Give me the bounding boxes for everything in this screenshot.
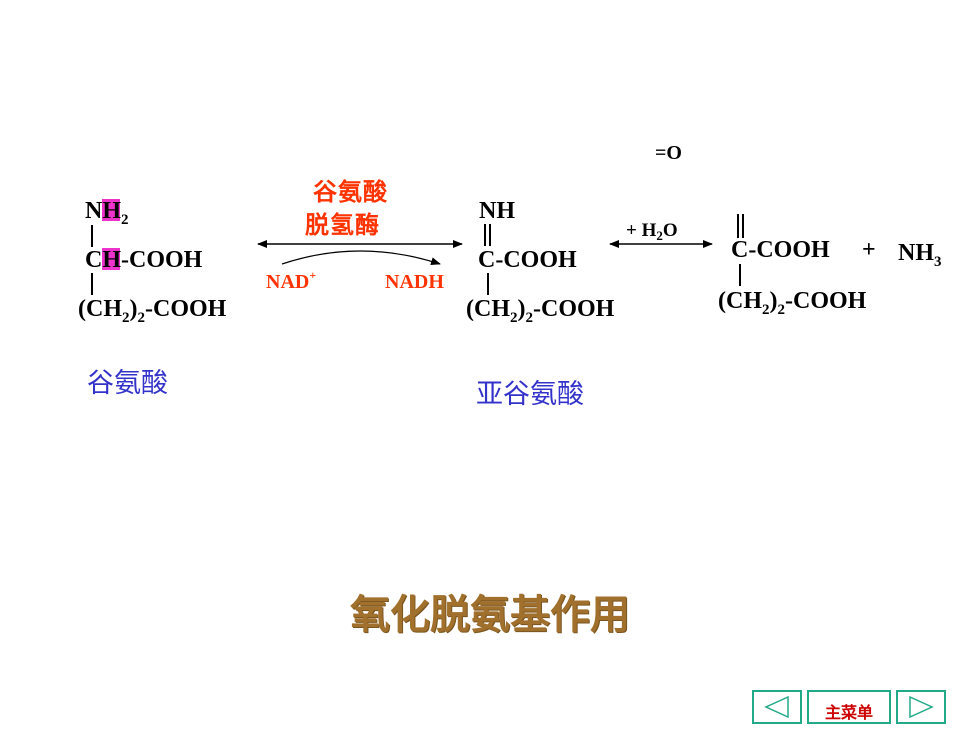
- prev-slide-button[interactable]: [752, 690, 802, 724]
- product-c-cooh: C-COOH: [731, 237, 830, 263]
- imino-c-cooh: C-COOH: [478, 247, 577, 273]
- glutamate-ch2-open: (CH: [78, 296, 122, 322]
- product-side-chain: (CH2)2-COOH: [718, 288, 867, 318]
- cofactor-curved-arrow: [281, 250, 441, 266]
- product-double-bond-a: [737, 214, 739, 238]
- cofactor-nad-main: NAD: [266, 271, 310, 293]
- imino-double-bond-a: [484, 224, 486, 246]
- product-ch2-sub2: 2: [777, 302, 786, 318]
- glutamate-label: 谷氨酸: [87, 368, 168, 399]
- ammonia-sub: 3: [934, 254, 942, 270]
- glutamate-ch2-tail: -COOH: [145, 296, 227, 322]
- glutamate-nh2-sub: 2: [121, 212, 129, 228]
- product-ch2-tail: -COOH: [785, 288, 867, 314]
- imino-ch2-sub2: 2: [525, 310, 534, 326]
- imino-ch2-sub: 2: [510, 310, 518, 326]
- imino-side-chain: (CH2)2-COOH: [466, 296, 615, 326]
- glutamate-ch2-sub2: 2: [137, 310, 146, 326]
- product-plus: +: [862, 237, 876, 263]
- imino-ch2-tail: -COOH: [533, 296, 615, 322]
- next-slide-button[interactable]: [896, 690, 946, 724]
- glutamate-ch2-sub: 2: [122, 310, 130, 326]
- cofactor-nad: NAD+: [266, 269, 316, 293]
- glutamate-ch2-close: ): [129, 296, 138, 322]
- water-h-sub: 2: [656, 228, 663, 243]
- enzyme-name-line1: 谷氨酸: [313, 178, 388, 206]
- glutamate-ch-cooh: CH-COOH: [85, 247, 203, 273]
- ammonia-main: NH: [898, 240, 934, 266]
- water-plus-h: + H: [626, 220, 657, 241]
- imino-ch2-open: (CH: [466, 296, 510, 322]
- carbonyl-fragment: =O: [655, 142, 682, 164]
- product-ch2-close: ): [769, 288, 778, 314]
- product-double-bond-b: [742, 214, 744, 238]
- slide-title: 氧化脱氨基作用: [350, 592, 630, 638]
- product-ch2-open: (CH: [718, 288, 762, 314]
- imino-bond-2: [487, 273, 489, 295]
- triangle-left-icon: [764, 695, 789, 719]
- imino-ch2-close: ): [517, 296, 526, 322]
- iminoglutarate-label: 亚谷氨酸: [476, 379, 584, 410]
- cofactor-nad-sup: +: [309, 268, 317, 282]
- triangle-right-icon: [909, 695, 934, 719]
- imino-nh: NH: [479, 198, 515, 224]
- enzyme-name-line2: 脱氢酶: [305, 211, 380, 239]
- water-o: O: [662, 220, 678, 241]
- glutamate-bond-2: [91, 273, 93, 295]
- ammonia: NH3: [898, 240, 942, 270]
- glutamate-nh2-main: NH: [85, 198, 121, 224]
- h-highlight-top: [102, 199, 120, 221]
- water-reagent: + H2O: [626, 220, 678, 243]
- main-menu-button[interactable]: 主菜单: [807, 690, 891, 724]
- glutamate-bond-1: [91, 225, 93, 247]
- product-bond-2: [739, 264, 741, 286]
- main-menu-label: 主菜单: [824, 703, 873, 722]
- cofactor-nadh: NADH: [385, 271, 444, 293]
- glutamate-nh2: NH2: [85, 198, 129, 228]
- h-highlight-bottom: [102, 248, 120, 270]
- imino-double-bond-b: [489, 224, 491, 246]
- glutamate-side-chain: (CH2)2-COOH: [78, 296, 227, 326]
- product-ch2-sub: 2: [762, 302, 770, 318]
